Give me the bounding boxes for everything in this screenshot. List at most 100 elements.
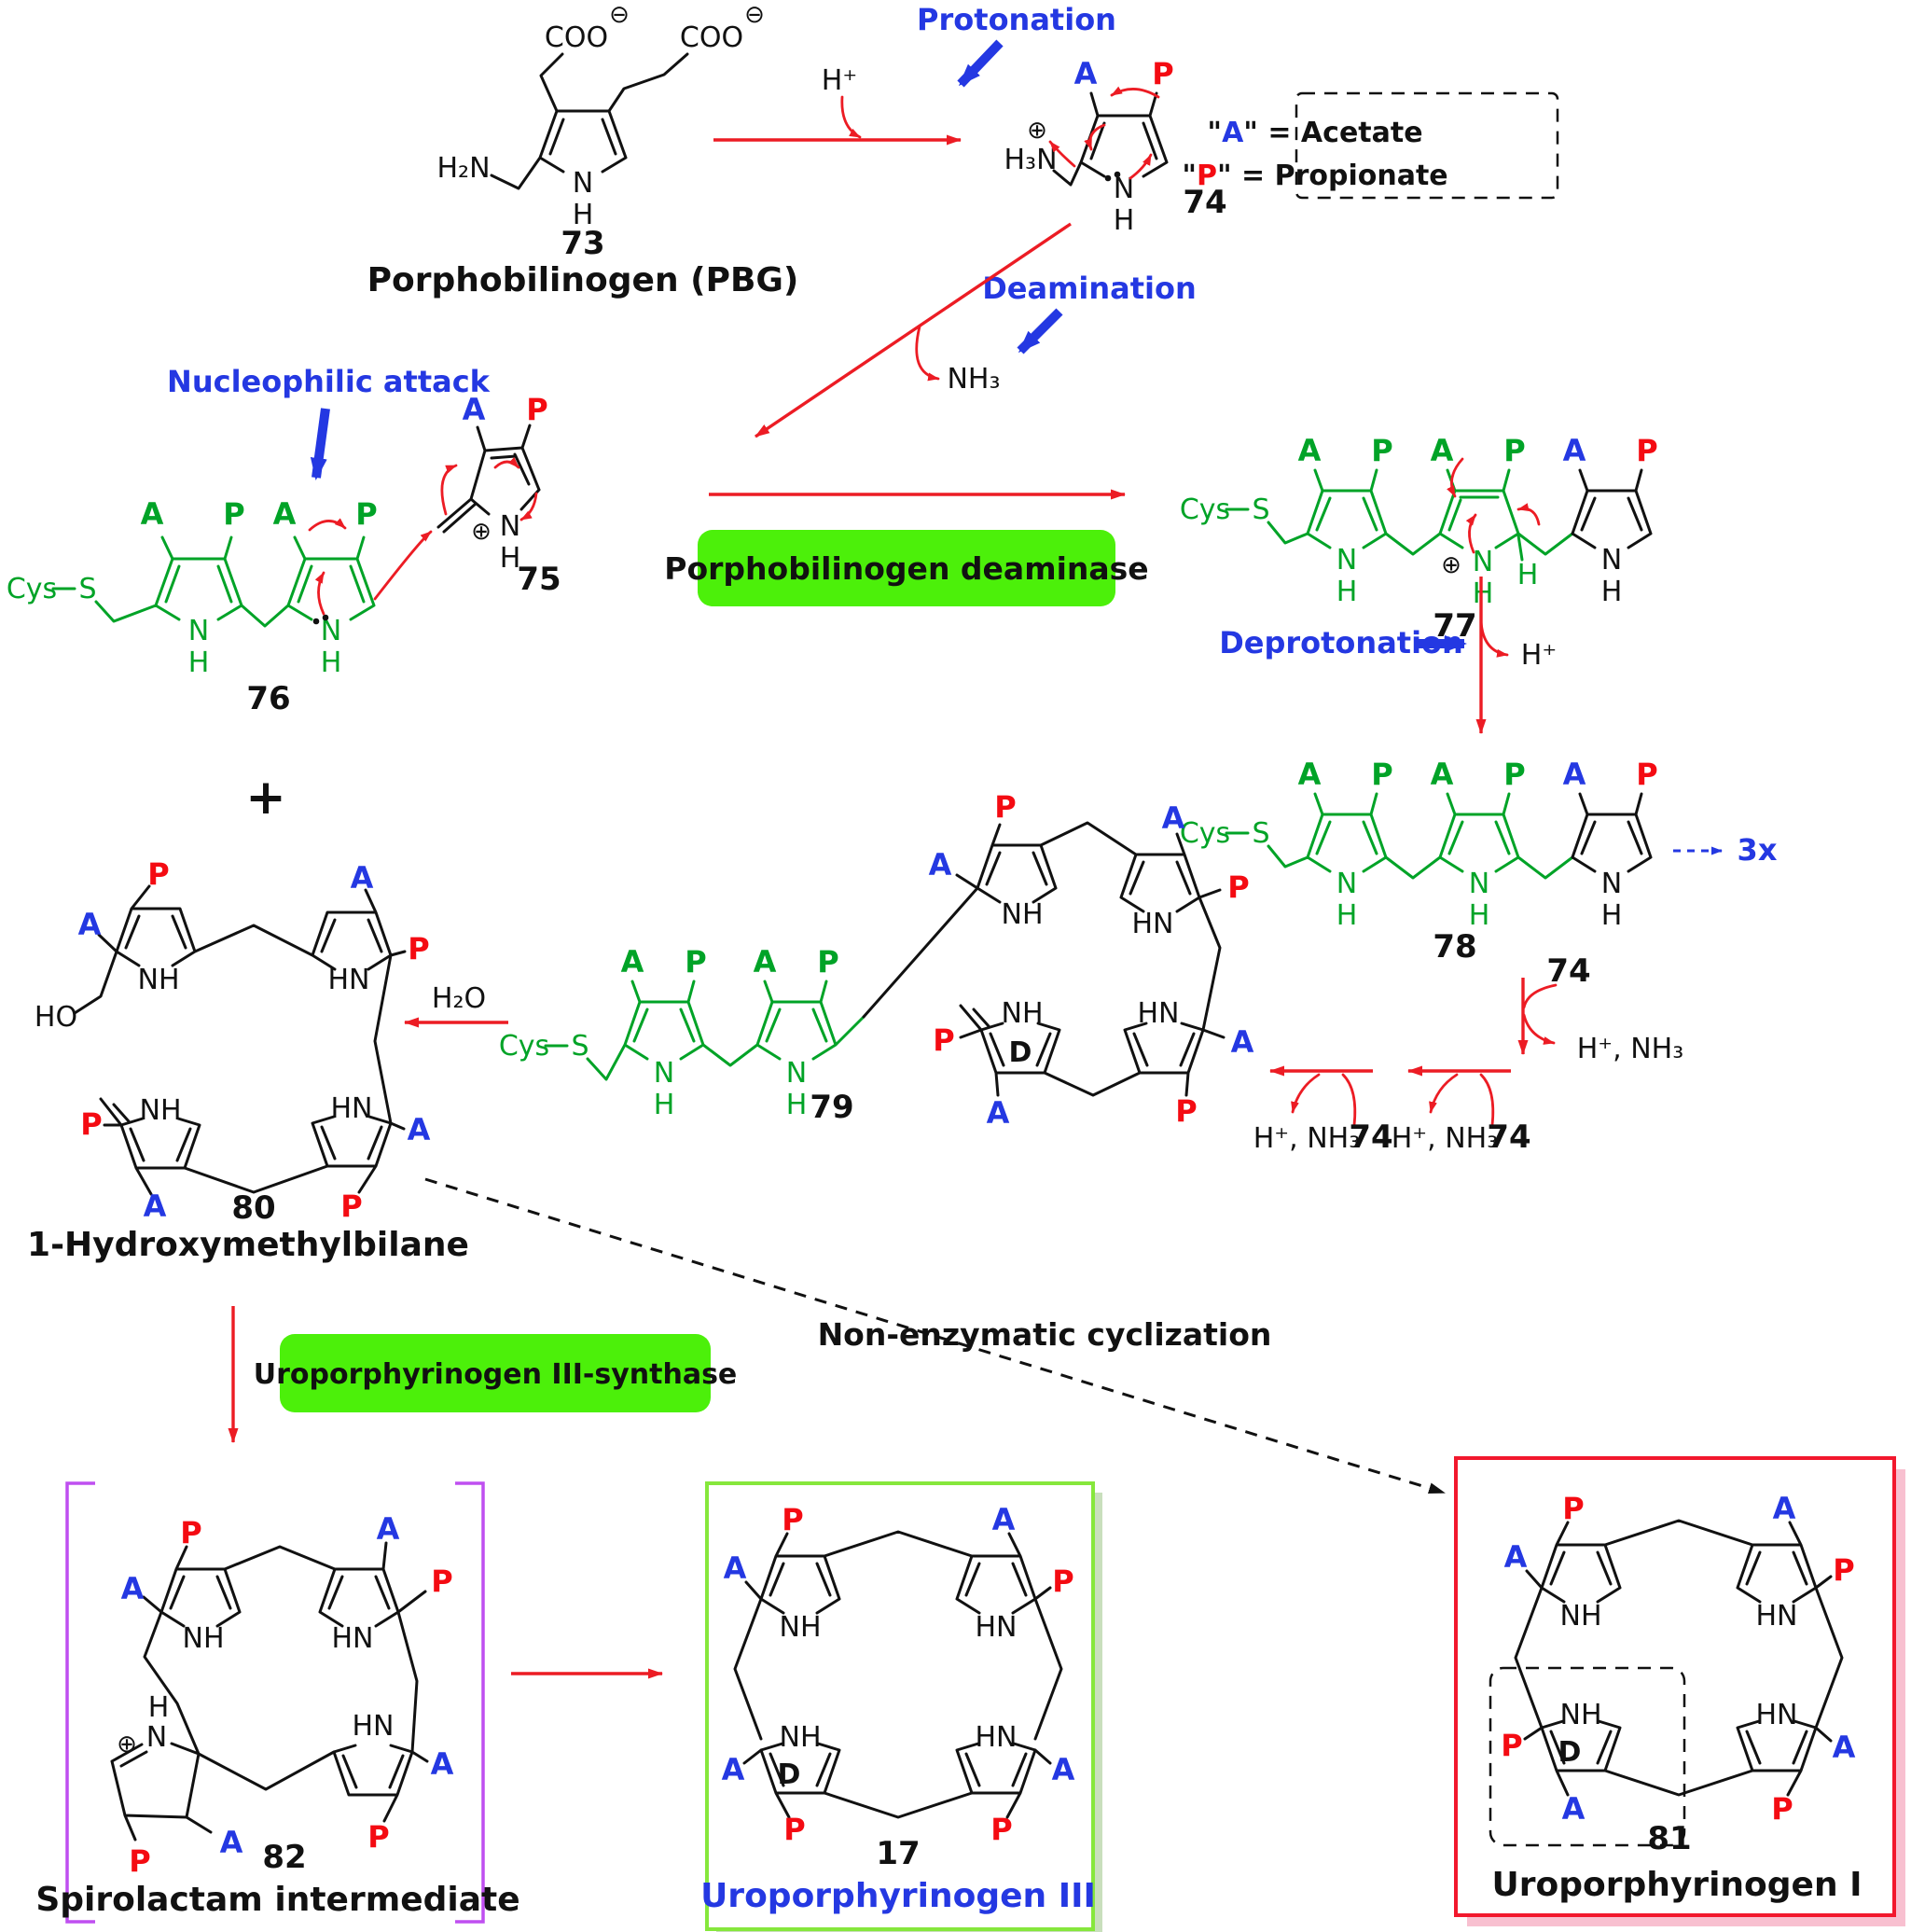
pyrrole-n-label: N <box>188 615 209 647</box>
pyrrole-n-label: N <box>1114 173 1134 205</box>
structure-82-spirolactam: A P NH A P HN HN A P H ⊕ N P A 82 Spirol… <box>35 1481 520 1924</box>
bond-skeleton <box>1514 1519 1844 1797</box>
proton-label: H⁺ <box>822 64 857 97</box>
electron-arrow <box>308 518 347 532</box>
cysteine-label: Cys <box>7 573 57 605</box>
compound-number: 73 <box>561 225 604 262</box>
pyrrole-n-label: N <box>1601 868 1622 900</box>
acetate-label: A <box>408 1112 431 1147</box>
acetate-label: A <box>1052 1752 1075 1787</box>
lone-pair-dot <box>312 618 320 625</box>
pbg-in-label: 74 <box>1546 952 1590 990</box>
pyrrole-n-label: N <box>786 1057 807 1090</box>
structure-73-pbg: H₂N COO ⊖ COO ⊖ N H 73 Porphobilinogen (… <box>367 1 799 299</box>
product-box-green <box>705 1481 1095 1931</box>
quote: " <box>1207 117 1222 149</box>
bracket-right <box>455 1481 485 1924</box>
pyrrole-h-label: H <box>1336 576 1358 608</box>
compound-number: 74 <box>1183 184 1226 221</box>
cysteine-label: Cys <box>499 1030 549 1063</box>
structure-17-uroporphyrinogen-iii: A P NH A P HN NH D HN A P A P 17 Uroporp… <box>700 1481 1102 1932</box>
acetate-label: A <box>141 496 164 532</box>
compound-name: 1-Hydroxymethylbilane <box>27 1226 469 1264</box>
pyrrole-nh-label: NH <box>780 1611 822 1644</box>
pyrrole-n-label: N <box>654 1057 674 1090</box>
propionate-label: P <box>1501 1728 1522 1763</box>
pyrrole-h-label: H <box>1601 576 1623 608</box>
propionate-label: P <box>1371 757 1392 792</box>
propionate-label: P <box>817 944 838 980</box>
pyrrole-hn-label: HN <box>328 964 370 996</box>
pyrrole-hn-label: HN <box>1756 1699 1798 1731</box>
acetate-label: A <box>621 944 644 980</box>
propionate-label: P <box>1833 1552 1854 1588</box>
compound-name: Porphobilinogen (PBG) <box>367 261 799 299</box>
pyrrole-h-label: H <box>786 1089 808 1121</box>
pyrrole-hn-label: HN <box>332 1622 374 1655</box>
byproduct-label: H⁺, NH₃ <box>1253 1122 1361 1155</box>
step-protonation: Protonation <box>917 2 1116 37</box>
acetate-label: A <box>987 1095 1010 1131</box>
pyrrole-h-label: H <box>1114 204 1135 237</box>
bond-skeleton <box>73 884 407 1196</box>
byproduct-label: H⁺, NH₃ <box>1577 1033 1684 1065</box>
electron-arrow <box>1084 123 1106 151</box>
acetate-label: A <box>351 860 374 896</box>
carboxylate-label: COO <box>680 21 743 54</box>
water-label: H₂O <box>432 982 486 1015</box>
acetate-label: A <box>1833 1730 1856 1765</box>
acetate-label: A <box>144 1188 167 1224</box>
pyrrole-hn-label: HN <box>976 1611 1018 1644</box>
ring-d-label: D <box>1558 1736 1582 1769</box>
acetate-label: A <box>1562 1791 1586 1827</box>
acetate-label: A <box>78 907 102 942</box>
acetate-label: A <box>722 1752 745 1787</box>
acetate-label: A <box>121 1571 145 1606</box>
compound-number: 75 <box>517 561 561 598</box>
propionate-label: P <box>526 392 547 427</box>
pyrrole-h-label: H <box>573 199 594 231</box>
acetate-label: A <box>1298 757 1322 792</box>
electron-arrow <box>440 464 458 516</box>
bond-skeleton <box>436 424 541 534</box>
ammonia-curve-arrow <box>915 325 940 382</box>
enzyme-box <box>698 530 1115 606</box>
compound-name: Spirolactam intermediate <box>35 1881 519 1919</box>
enzyme-box-uroiii-synthase: Uroporphyrinogen III-synthase <box>254 1334 737 1412</box>
plus-charge-icon: ⊕ <box>1027 117 1047 145</box>
amine-label: H₂N <box>436 152 490 185</box>
bracket-left <box>65 1481 95 1924</box>
legend-border <box>1295 91 1559 200</box>
pyrrole-hn-label: HN <box>976 1721 1018 1754</box>
propionate-label: P <box>80 1106 102 1142</box>
compound-name: Uroporphyrinogen III <box>700 1877 1096 1915</box>
pyrrole-hn-label: HN <box>353 1710 395 1743</box>
propionate-label: P <box>1636 757 1657 792</box>
pyrrole-nh-label: NH <box>140 1094 182 1127</box>
structure-75: A P ⊕ N H 75 <box>436 392 561 598</box>
byproduct-out-curve <box>1522 1013 1556 1045</box>
byproduct-out-curve <box>1429 1073 1459 1114</box>
compound-number: 76 <box>246 680 290 717</box>
electron-arrow <box>1110 86 1160 99</box>
spiro-nh-h-label: H <box>148 1691 170 1724</box>
plus-charge-icon: ⊕ <box>471 518 492 546</box>
bond-skeleton <box>490 52 689 190</box>
pyrrole-n-label: N <box>1469 868 1489 900</box>
quote: " <box>1182 160 1197 192</box>
acetate-label: A <box>463 392 486 427</box>
propionate-label: P <box>1152 56 1173 91</box>
sulfur-label: S <box>571 1030 589 1063</box>
pyrrole-nh-label: NH <box>780 1721 822 1754</box>
step-deamination: Deamination <box>982 271 1197 306</box>
cysteine-label: Cys <box>1180 493 1230 526</box>
electron-arrow <box>1048 140 1076 168</box>
pyrrole-n-label: N <box>1601 544 1622 577</box>
lone-pair-dot <box>322 614 329 621</box>
bond-skeleton <box>110 1541 429 1842</box>
propionate-label: P <box>129 1843 150 1879</box>
pyrrole-h-label: H <box>1473 577 1494 610</box>
substrate-in-curve <box>1522 983 1558 1009</box>
